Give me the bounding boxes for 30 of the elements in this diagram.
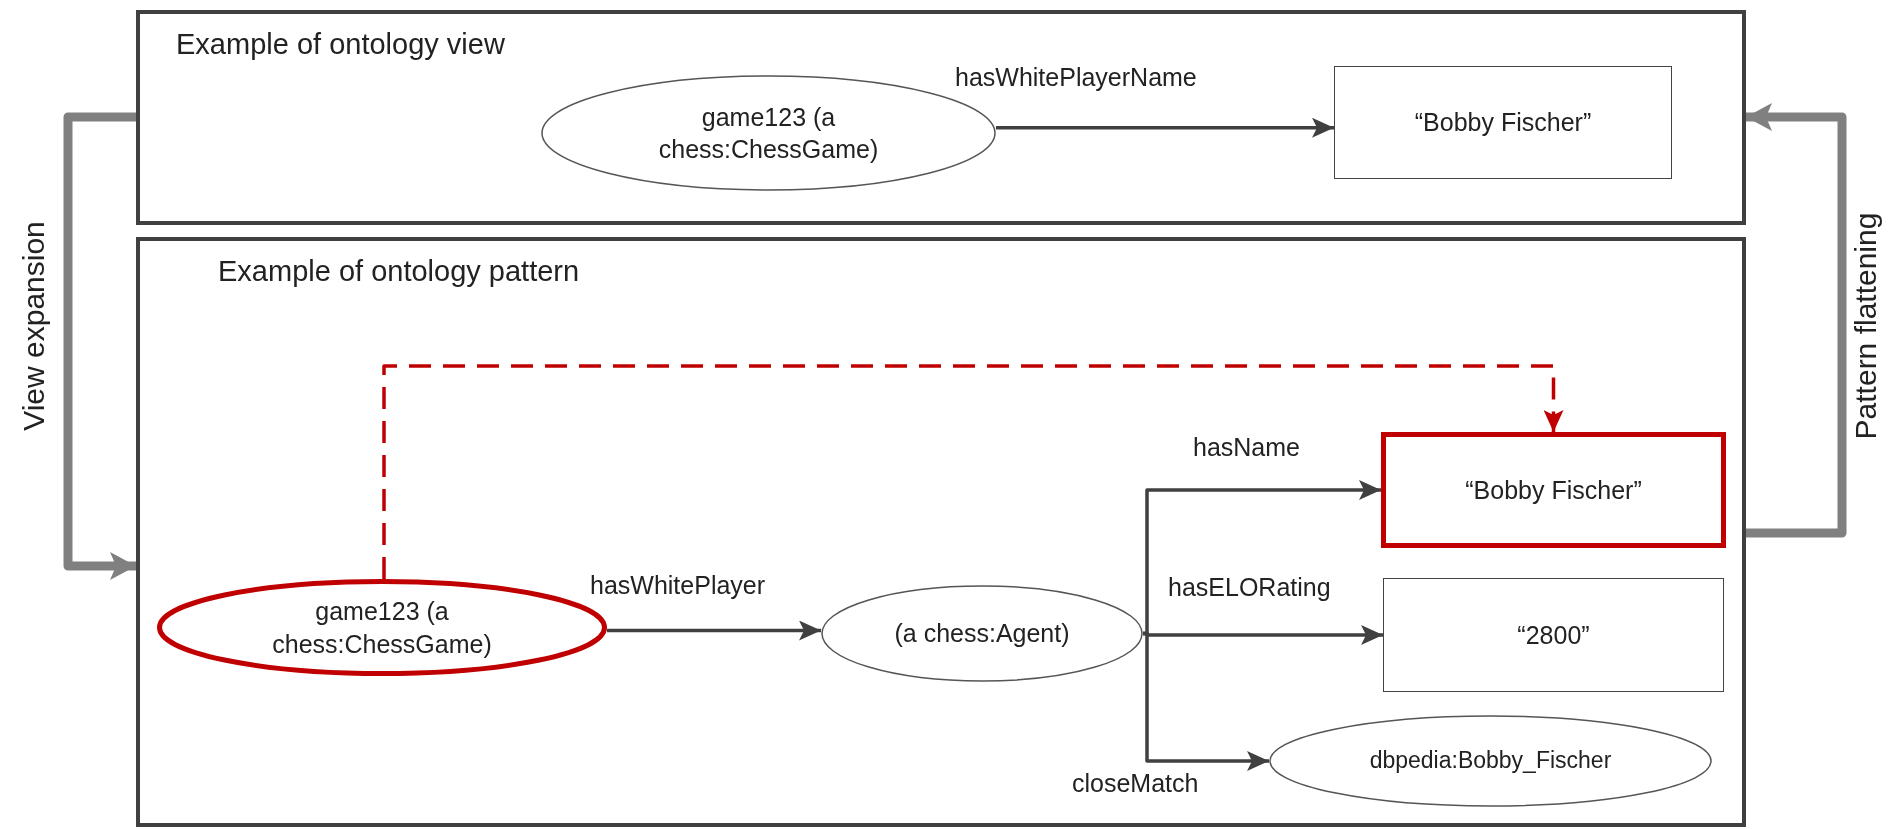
node-label: game123 (a chess:ChessGame) bbox=[657, 101, 880, 165]
literal-box bbox=[1334, 66, 1672, 179]
edge-label: closeMatch bbox=[1072, 768, 1199, 798]
panel-title: Example of ontology pattern bbox=[218, 255, 580, 288]
panel-frame bbox=[136, 237, 1746, 827]
edge-label: Pattern flattening bbox=[1848, 212, 1883, 440]
literal-box bbox=[1383, 578, 1724, 692]
edge-label: View expansion bbox=[16, 221, 51, 431]
arrow bbox=[1143, 631, 1269, 771]
edge-label: hasWhitePlayer bbox=[590, 570, 766, 600]
node-label: “Bobby Fischer” bbox=[1413, 107, 1593, 139]
arrow bbox=[996, 117, 1334, 138]
edge-label: hasName bbox=[1193, 432, 1300, 462]
panel-frame bbox=[136, 10, 1746, 225]
node-label: (a chess:Agent) bbox=[893, 618, 1071, 650]
edge-label: hasWhitePlayerName bbox=[955, 62, 1197, 92]
ellipse-node bbox=[1269, 715, 1712, 807]
arrow bbox=[63, 112, 136, 580]
arrow bbox=[607, 620, 821, 641]
panel-title: Example of ontology view bbox=[176, 28, 505, 61]
arrow bbox=[1143, 480, 1381, 636]
node-label: dbpedia:Bobby_Fischer bbox=[1368, 746, 1613, 776]
ellipse-node bbox=[821, 585, 1143, 682]
dashed-arrow bbox=[382, 364, 1564, 579]
node-label: “2800” bbox=[1516, 619, 1591, 651]
node-label: “Bobby Fischer” bbox=[1464, 474, 1643, 506]
literal-box bbox=[1381, 432, 1726, 548]
arrow bbox=[1746, 103, 1847, 538]
node-label: game123 (a chess:ChessGame) bbox=[271, 596, 493, 660]
edge-label: hasELORating bbox=[1168, 572, 1331, 602]
